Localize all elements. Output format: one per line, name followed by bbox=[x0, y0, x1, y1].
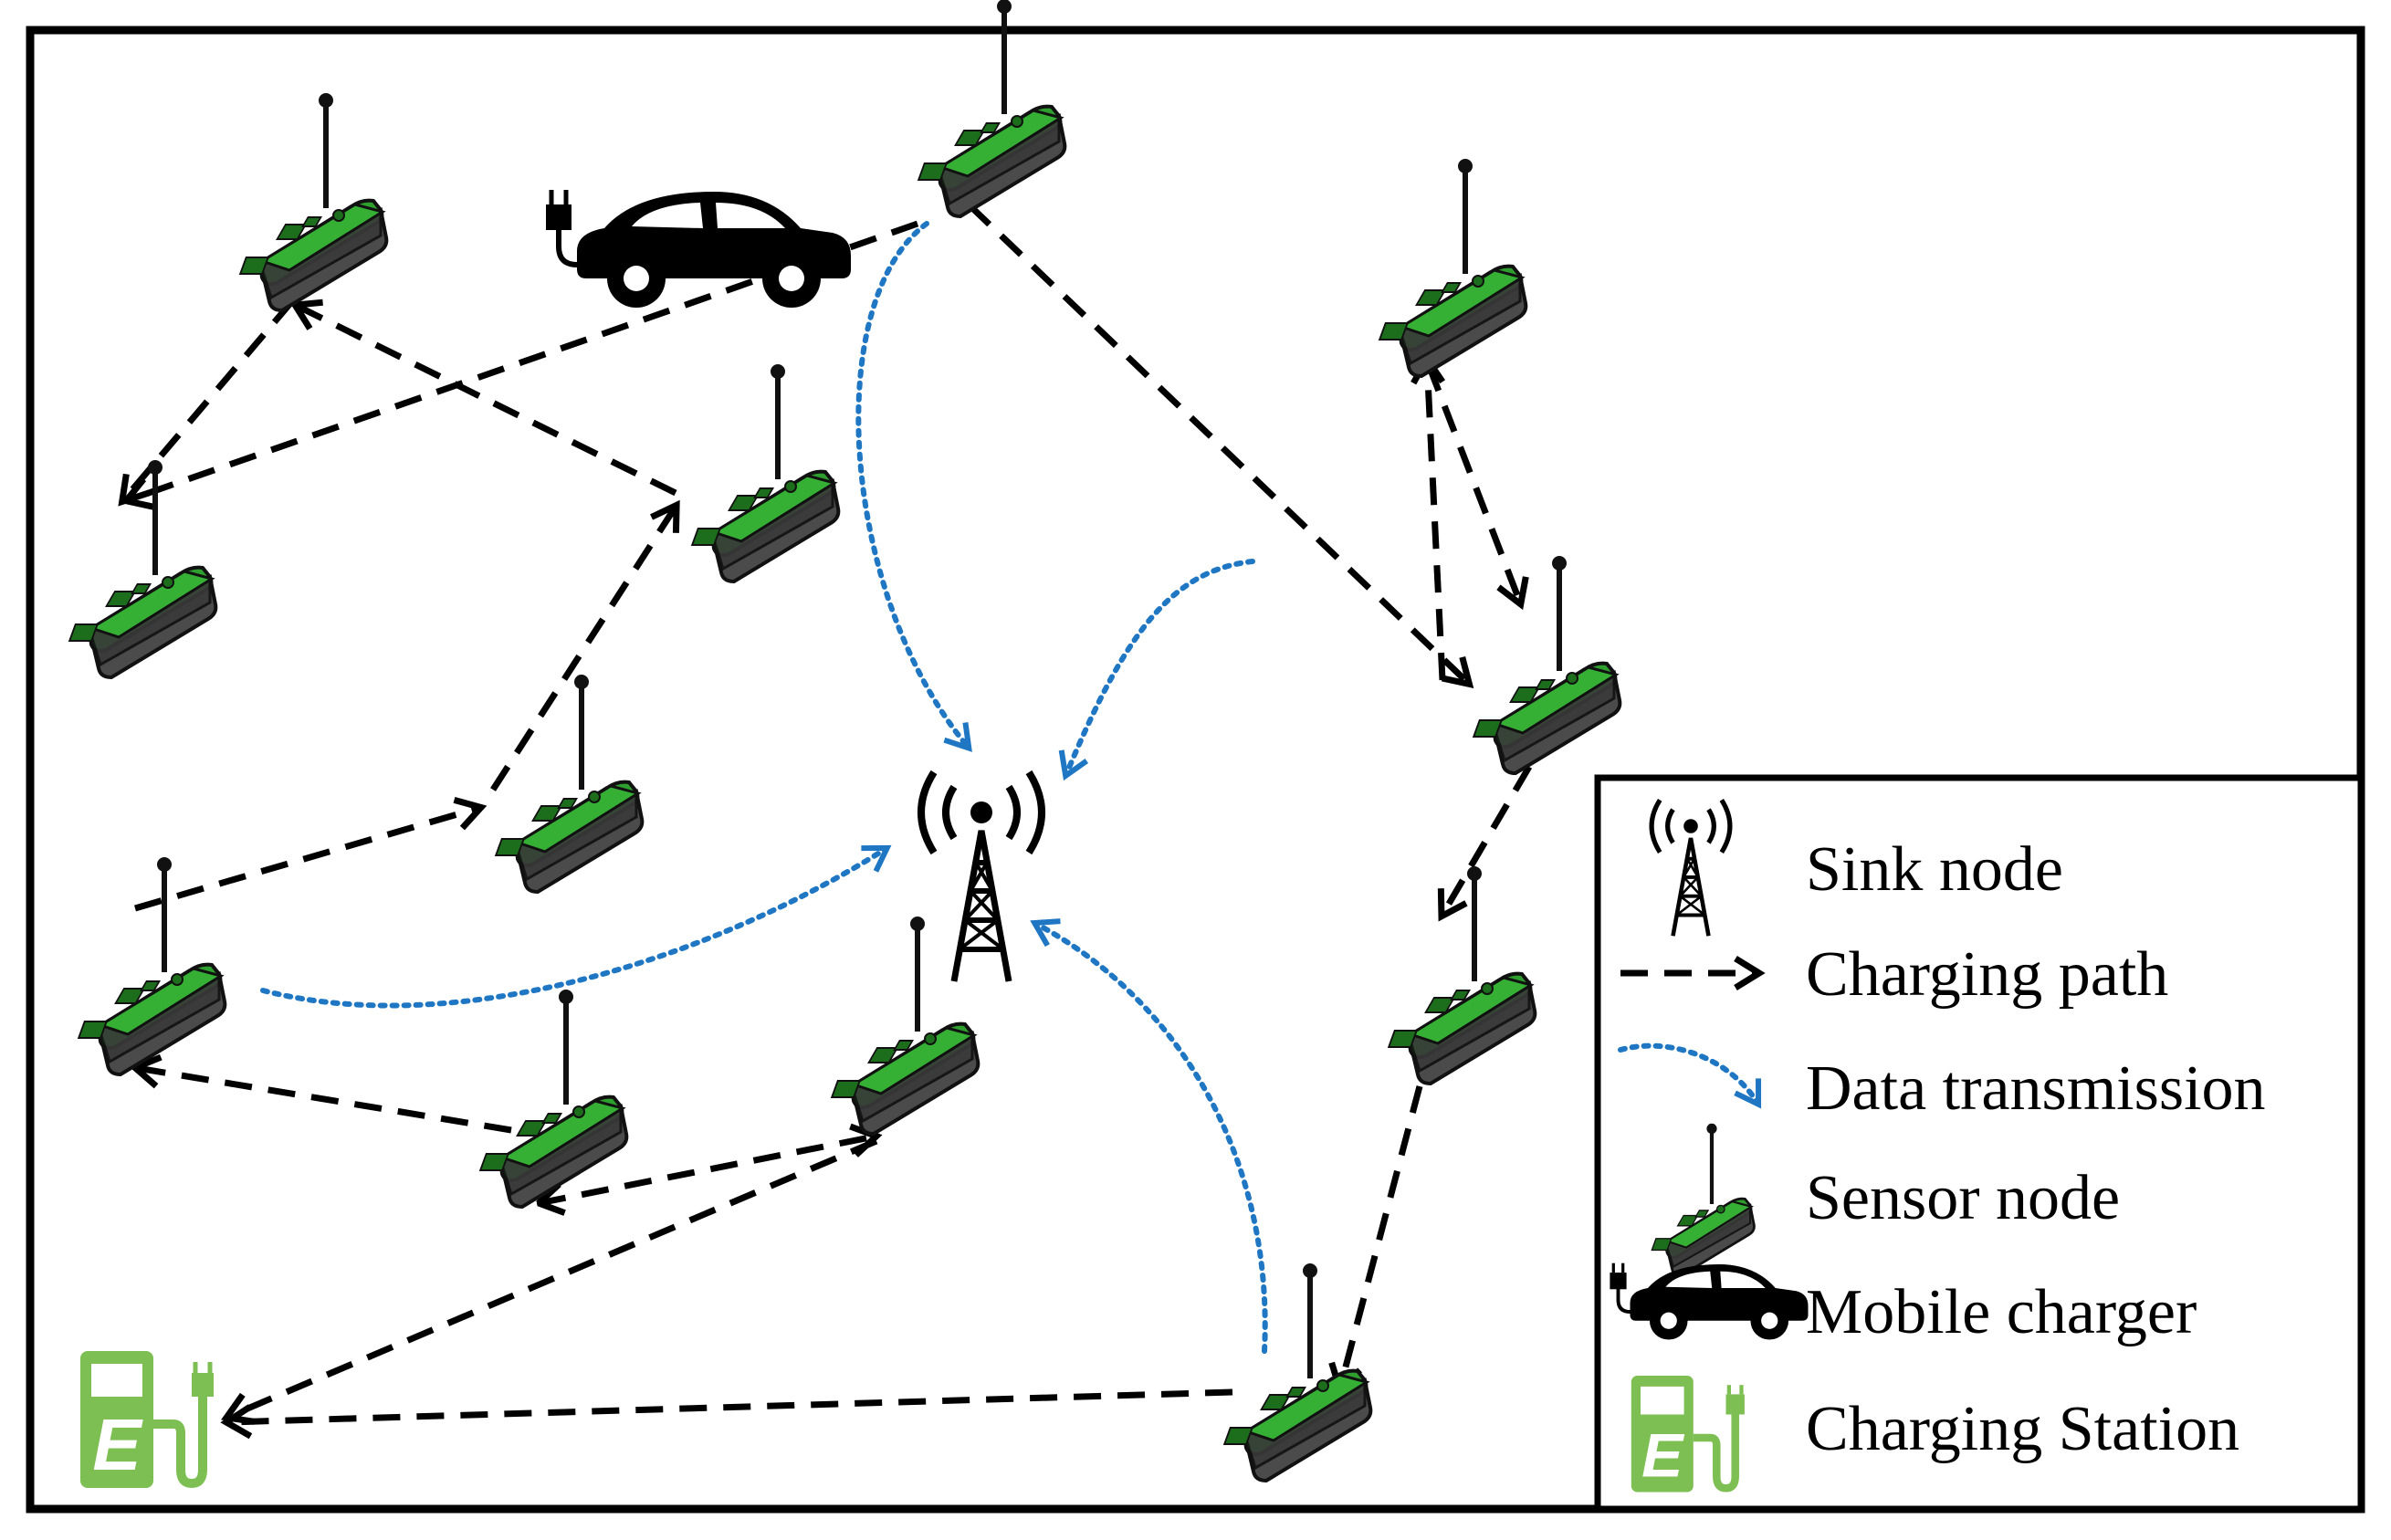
charging-path-segment bbox=[1425, 363, 1529, 611]
legend-dotted-arrow-icon bbox=[1618, 1042, 1762, 1109]
charging-path-segment bbox=[220, 1388, 1233, 1440]
legend-charging-station-icon bbox=[1625, 1360, 1745, 1496]
legend-label-charging-path: Charging path bbox=[1806, 939, 2168, 1010]
sensor-node-icon bbox=[240, 93, 386, 310]
charging-path-segment bbox=[967, 203, 1474, 689]
charging-path-segment bbox=[221, 1137, 878, 1425]
charging-path-segment bbox=[134, 796, 488, 912]
charging-path-segment bbox=[289, 299, 677, 497]
sensor-node-icon bbox=[1473, 556, 1620, 773]
electric-car-icon bbox=[546, 190, 851, 308]
sensor-node-icon bbox=[1389, 866, 1535, 1084]
charging-path-segment bbox=[539, 1137, 875, 1203]
charging-path-segment bbox=[129, 1053, 512, 1134]
legend: Sink node Charging path Data transmissio… bbox=[1608, 800, 2266, 1496]
sensor-node-icon bbox=[832, 917, 978, 1134]
legend-label-mobile-charger: Mobile charger bbox=[1806, 1277, 2197, 1347]
legend-label-data-transmission: Data transmission bbox=[1806, 1053, 2266, 1124]
legend-label-sink: Sink node bbox=[1806, 834, 2063, 905]
sensor-node-icon bbox=[69, 460, 215, 677]
data-transmission-curve bbox=[855, 221, 972, 752]
outer-frame bbox=[26, 26, 2365, 1514]
sensor-node-icon bbox=[1379, 159, 1526, 376]
sensor-node-icon bbox=[1224, 1263, 1370, 1481]
data-transmission-curve bbox=[1058, 559, 1255, 781]
charging-path-segment bbox=[490, 499, 680, 791]
data-transmission-curve bbox=[1030, 918, 1268, 1354]
legend-label-sensor-node: Sensor node bbox=[1806, 1163, 2120, 1233]
charging-station-icon bbox=[73, 1333, 214, 1493]
sink-tower-icon bbox=[921, 772, 1042, 981]
data-transmission-curve bbox=[260, 844, 892, 1009]
charging-path-segment bbox=[1328, 1085, 1423, 1396]
sensor-node-icon bbox=[692, 364, 838, 581]
charging-paths bbox=[118, 203, 1533, 1440]
sensor-nodes bbox=[69, 0, 1620, 1481]
sensor-node-icon bbox=[496, 675, 642, 892]
sensor-node-icon bbox=[480, 990, 626, 1207]
data-transmission-paths bbox=[260, 221, 1268, 1354]
charging-path-segment bbox=[1437, 765, 1533, 922]
charging-path-segment bbox=[1410, 352, 1446, 681]
legend-label-charging-station: Charging Station bbox=[1806, 1394, 2239, 1464]
